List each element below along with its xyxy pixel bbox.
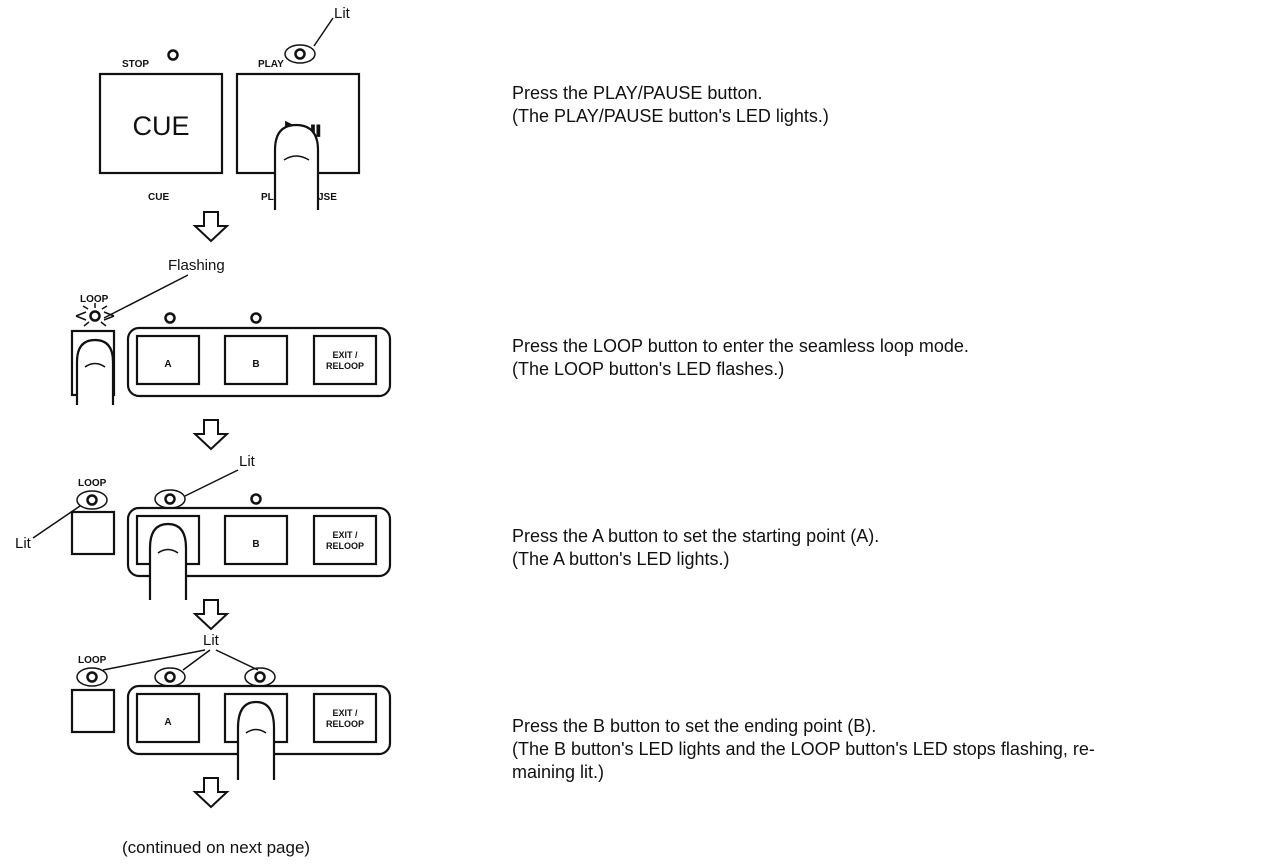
step3-diagram: Lit LOOP Lit B EXIT / RELOOP — [15, 453, 390, 600]
lit-callout-line-loop — [103, 650, 205, 670]
exit-label: EXIT / — [332, 708, 358, 718]
lit-callout-line-b — [216, 650, 258, 670]
step4-note-continued: maining lit.) — [512, 761, 1095, 784]
exit-label: EXIT / — [332, 350, 358, 360]
step2-instruction: Press the LOOP button to enter the seaml… — [512, 335, 969, 358]
step2-text: Press the LOOP button to enter the seaml… — [512, 335, 969, 381]
step2-note: (The LOOP button's LED flashes.) — [512, 358, 969, 381]
loop-button[interactable] — [72, 690, 114, 732]
lit-callout: Lit — [334, 5, 351, 22]
down-arrow-icon — [195, 778, 227, 807]
step4-instruction: Press the B button to set the ending poi… — [512, 715, 1095, 738]
exit-reloop-button[interactable] — [314, 336, 376, 384]
step2-diagram: Flashing LOOP A B EXIT / RELOOP — [72, 257, 390, 405]
loop-button[interactable] — [72, 512, 114, 554]
flashing-callout: Flashing — [168, 257, 225, 274]
step4-note: (The B button's LED lights and the LOOP … — [512, 738, 1095, 761]
step3-text: Press the A button to set the starting p… — [512, 525, 879, 571]
reloop-label: RELOOP — [326, 719, 364, 729]
step3-instruction: Press the A button to set the starting p… — [512, 525, 879, 548]
lit-callout-line-a — [185, 470, 238, 496]
lit-callout: Lit — [203, 632, 220, 649]
reloop-label: RELOOP — [326, 361, 364, 371]
stop-led — [169, 51, 178, 60]
b-button-label: B — [252, 359, 259, 370]
cue-below-label: CUE — [148, 192, 169, 203]
b-button-label: B — [252, 539, 259, 550]
loop-led — [91, 312, 100, 321]
step1-text: Press the PLAY/PAUSE button. (The PLAY/P… — [512, 82, 829, 128]
finger-icon — [150, 524, 186, 600]
a-led — [166, 495, 175, 504]
down-arrow-icon — [195, 600, 227, 629]
loop-label: LOOP — [78, 478, 107, 489]
step4-diagram: Lit LOOP A EXIT / RELOOP — [72, 632, 390, 780]
stop-label: STOP — [122, 59, 149, 70]
step1-instruction: Press the PLAY/PAUSE button. — [512, 82, 829, 105]
exit-reloop-button[interactable] — [314, 694, 376, 742]
b-led — [252, 495, 261, 504]
step3-note: (The A button's LED lights.) — [512, 548, 879, 571]
play-pause-label-right: JSE — [318, 192, 337, 203]
continued-footer: (continued on next page) — [122, 838, 310, 858]
play-pause-label-left: PL — [261, 192, 274, 203]
exit-label: EXIT / — [332, 530, 358, 540]
step1-note: (The PLAY/PAUSE button's LED lights.) — [512, 105, 829, 128]
flashing-callout-line — [104, 275, 188, 318]
loop-led — [88, 496, 97, 505]
step4-text: Press the B button to set the ending poi… — [512, 715, 1095, 784]
lit-callout-loop: Lit — [15, 535, 32, 552]
down-arrow-icon — [195, 212, 227, 241]
a-button-label: A — [164, 359, 171, 370]
lit-callout-a: Lit — [239, 453, 256, 470]
lit-callout-line — [314, 18, 333, 46]
finger-icon — [77, 340, 113, 405]
down-arrow-icon — [195, 420, 227, 449]
exit-reloop-button[interactable] — [314, 516, 376, 564]
play-label: PLAY — [258, 59, 284, 70]
play-led — [296, 50, 305, 59]
finger-icon — [238, 702, 274, 780]
b-led — [252, 314, 261, 323]
loop-led — [88, 673, 97, 682]
b-led — [256, 673, 265, 682]
cue-button-label: CUE — [132, 111, 189, 141]
step1-diagram: STOP PLAY Lit CUE CUE ▶⏸ PL JSE — [100, 5, 359, 210]
finger-icon — [275, 125, 318, 210]
reloop-label: RELOOP — [326, 541, 364, 551]
loop-label: LOOP — [78, 655, 107, 666]
a-button-label: A — [164, 717, 171, 728]
a-led — [166, 314, 175, 323]
a-led — [166, 673, 175, 682]
